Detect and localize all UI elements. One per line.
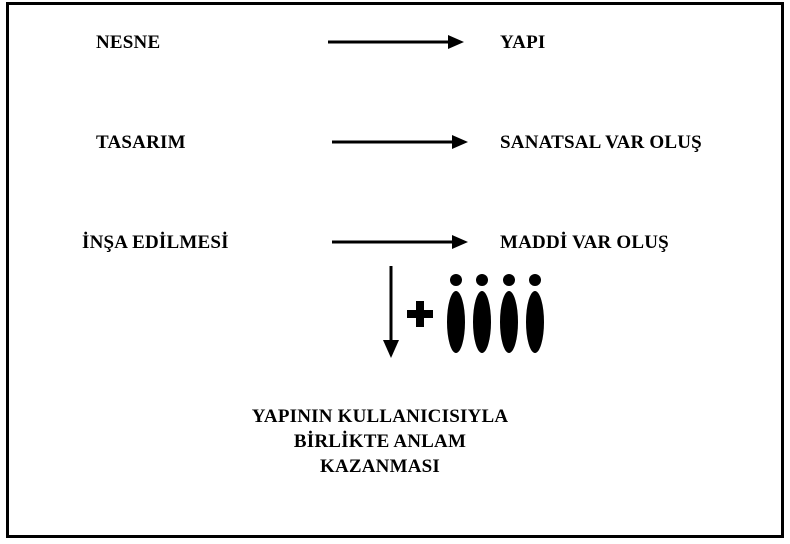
label-tasarim: TASARIM <box>96 132 186 153</box>
label-insa-edilmesi: İNŞA EDİLMESİ <box>82 232 229 253</box>
label-nesne: NESNE <box>96 32 161 53</box>
label-sanatsal-var-olus: SANATSAL VAR OLUŞ <box>500 132 702 153</box>
label-yapi: YAPI <box>500 32 546 53</box>
user-figure-4 <box>526 274 544 353</box>
plus-icon <box>407 301 433 327</box>
user-figure-2 <box>473 274 491 353</box>
user-figures-icon <box>447 274 544 353</box>
result-line-3: KAZANMASI <box>319 456 441 477</box>
arrow-right-icon <box>328 35 464 49</box>
label-maddi-var-olus: MADDİ VAR OLUŞ <box>500 232 669 253</box>
user-figure-3 <box>500 274 518 353</box>
result-line-2: BİRLİKTE ANLAM <box>293 431 467 452</box>
arrow-right-icon <box>332 235 468 249</box>
arrow-down-icon <box>383 266 399 358</box>
user-figure-1 <box>447 274 465 353</box>
arrow-right-icon <box>332 135 468 149</box>
result-caption: YAPININ KULLANICISIYLA BİRLİKTE ANLAM KA… <box>170 404 590 479</box>
diagram-frame <box>6 2 784 538</box>
result-line-1: YAPININ KULLANICISIYLA <box>251 406 509 427</box>
